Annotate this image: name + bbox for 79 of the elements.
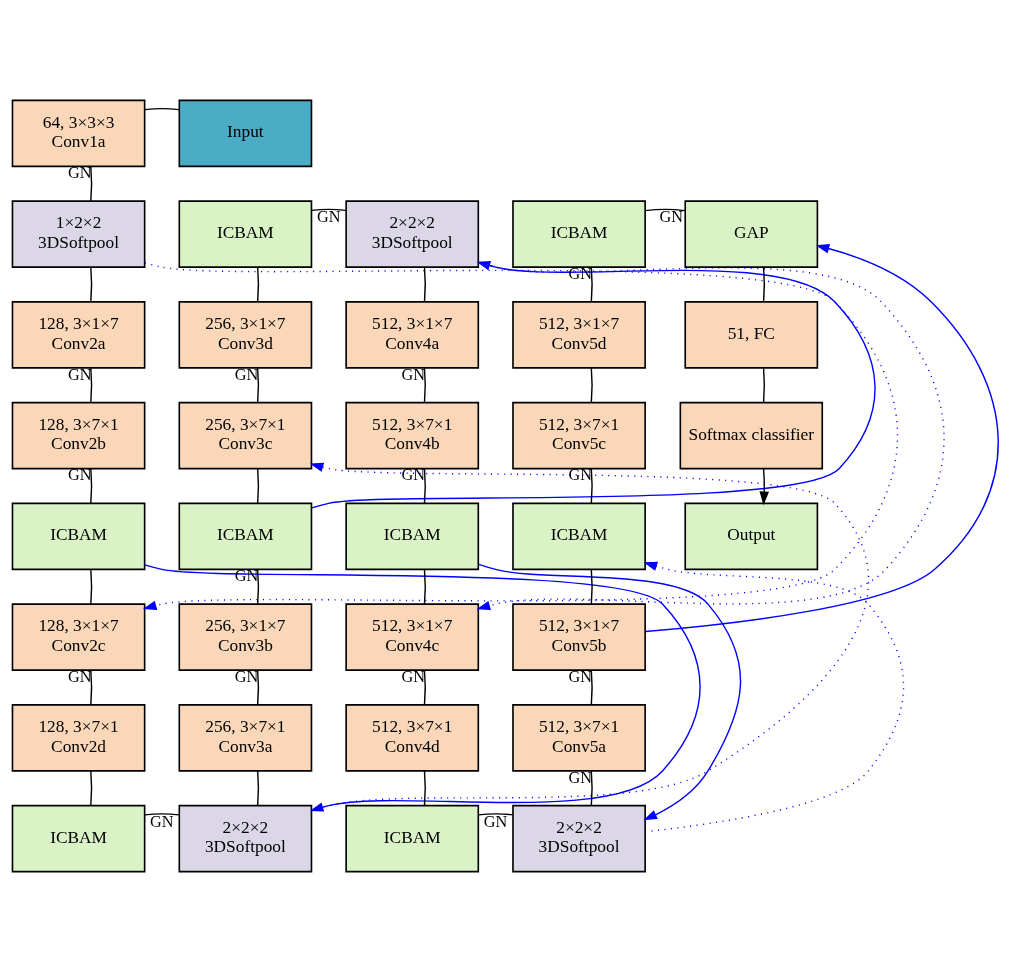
arrow [309,462,869,811]
connector [90,467,93,504]
connector [423,467,426,504]
arrow [311,260,876,509]
node-box: 2×2×2 3DSoftpool [178,804,313,872]
connector [256,568,260,605]
arrow [476,261,945,610]
arrow [643,561,905,832]
edge-label: GN [150,812,174,831]
node-box: ICBAM [178,502,313,570]
node-box: 128, 3×1×7 Conv2c [11,602,146,671]
node-box: 512, 3×7×1 Conv5a [512,703,646,772]
node-box: Input [178,99,313,167]
node-box: 128, 3×7×1 Conv2b [11,401,146,469]
connector [144,812,180,816]
node-box: 512, 3×1×7 Conv4a [345,300,480,369]
node-box: ICBAM [11,804,146,872]
connector [423,266,426,302]
connector [590,669,593,705]
arrow [142,261,899,610]
connector [477,812,514,816]
connector [644,208,686,211]
node-box: ICBAM [11,502,146,570]
connector [423,769,426,806]
connector [90,568,93,605]
node-box: 256, 3×1×7 Conv3b [178,602,313,671]
node-box: 51, FC [684,300,819,369]
connector [423,568,426,605]
node-box: ICBAM [512,199,646,268]
node-box: ICBAM [178,199,313,268]
connector [256,266,260,302]
arrow [478,563,742,820]
connector [256,769,260,806]
node-box: 1×2×2 3DSoftpool [11,199,146,268]
connector [90,165,93,202]
connector [762,366,765,403]
node-box: 256, 3×7×1 Conv3a [178,703,313,772]
node-box: 128, 3×7×1 Conv2d [11,703,146,772]
node-box: ICBAM [345,804,480,872]
connector [256,366,260,403]
node-box: 2×2×2 3DSoftpool [512,804,646,872]
connector [256,467,260,504]
connector [590,568,593,605]
node-box: 2×2×2 3DSoftpool [345,199,480,268]
connector [590,266,593,302]
connector [90,669,93,705]
connector [90,266,93,302]
edge-label: GN [316,207,341,226]
edge-label: GN [483,812,508,831]
node-box: GAP [684,199,819,268]
node-box: 64, 3×3×3 Conv1a [11,99,146,167]
arrow [144,563,701,812]
arrow [644,243,999,632]
connector [90,366,93,403]
node-box: 256, 3×1×7 Conv3d [178,300,313,369]
node-box: 512, 3×1×7 Conv4c [345,602,480,671]
connector [762,266,765,302]
connector [90,769,93,806]
node-box: 512, 3×7×1 Conv4d [345,703,480,772]
node-box: 512, 3×7×1 Conv5c [512,401,646,469]
node-box: 512, 3×7×1 Conv4b [345,401,480,469]
arrow [759,467,770,505]
node-box: Softmax classifier [679,401,824,469]
node-box: 512, 3×1×7 Conv5d [512,300,646,369]
connector [310,208,347,211]
connector [590,366,593,403]
node-box: 512, 3×1×7 Conv5b [512,602,646,671]
node-box: Output [684,502,819,570]
connector [256,669,260,705]
node-box: 128, 3×1×7 Conv2a [11,300,146,369]
node-box: ICBAM [345,502,480,570]
edge-label: GN [659,207,683,226]
connector [144,107,180,110]
node-box: 256, 3×7×1 Conv3c [178,401,313,469]
connector [423,669,426,705]
connector [423,366,426,403]
connector [590,467,593,504]
node-box: ICBAM [512,502,646,570]
connector [590,769,593,806]
